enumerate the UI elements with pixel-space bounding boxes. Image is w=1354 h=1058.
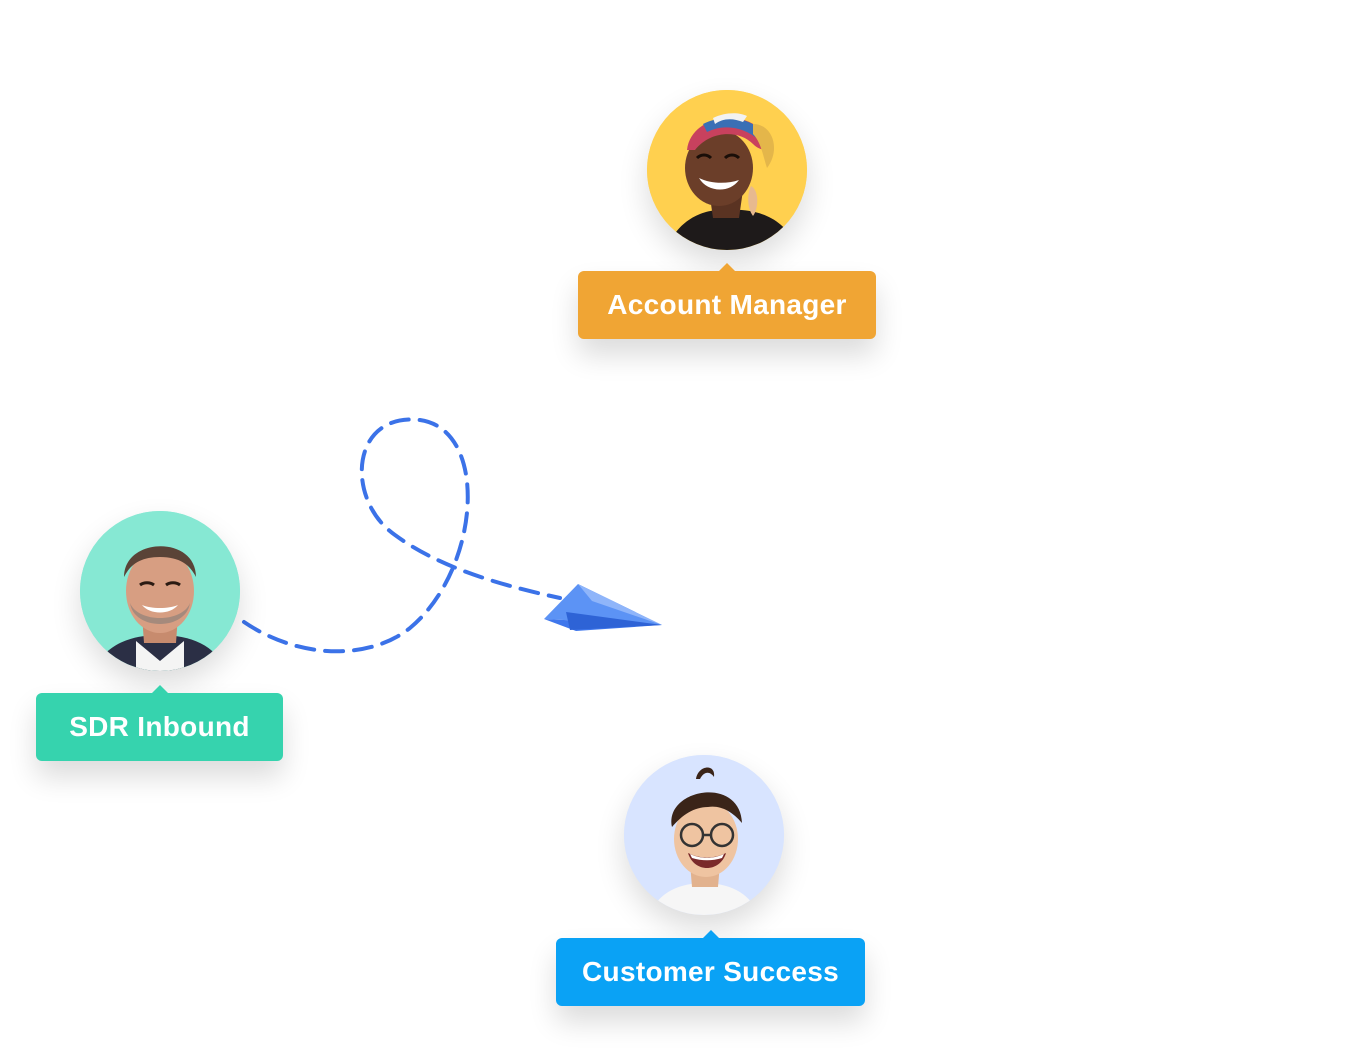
sdr-inbound-tag: SDR Inbound (36, 685, 283, 761)
account-manager-label: Account Manager (607, 289, 847, 320)
sdr-inbound-label: SDR Inbound (69, 711, 250, 742)
customer-success-avatar (624, 755, 784, 915)
dashed-route-line (242, 417, 562, 654)
account-manager-tag: Account Manager (578, 263, 876, 339)
paper-plane-icon (544, 584, 662, 631)
customer-success-tag: Customer Success (556, 930, 865, 1006)
customer-success-label: Customer Success (582, 956, 839, 987)
account-manager-avatar (647, 90, 807, 250)
sdr-inbound-avatar (80, 511, 240, 671)
